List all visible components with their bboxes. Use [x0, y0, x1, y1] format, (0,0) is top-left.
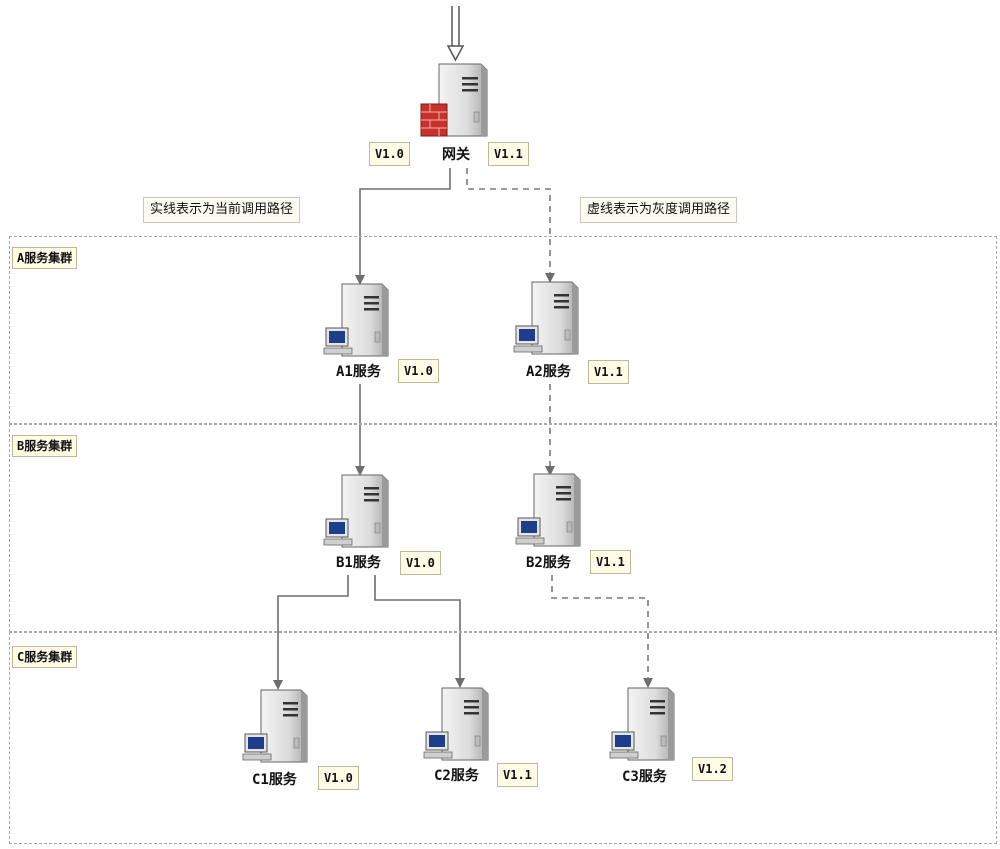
c2-label: C2服务	[434, 768, 479, 784]
solid-path-b1-c1	[273, 575, 349, 690]
a1-server-icon	[323, 283, 389, 357]
b1-version: V1.0	[400, 551, 441, 575]
cluster-a-zone	[9, 236, 997, 424]
solid-line-note: 实线表示为当前调用路径	[143, 197, 301, 223]
a2-version: V1.1	[588, 360, 629, 384]
cluster-c-label: C服务集群	[12, 646, 78, 668]
c2-version: V1.1	[497, 763, 538, 787]
c3-version: V1.2	[692, 757, 733, 781]
c1-version: V1.0	[318, 766, 359, 790]
c1-server-icon	[242, 689, 308, 763]
cluster-a-label: A服务集群	[12, 247, 78, 269]
c2-server-icon	[423, 687, 489, 761]
gateway-label: 网关	[442, 147, 470, 163]
a1-label: A1服务	[336, 364, 381, 380]
gateway-version-left: V1.0	[369, 142, 410, 166]
a2-server-icon	[513, 281, 579, 355]
gateway-server-icon	[420, 63, 488, 137]
b2-server-icon	[515, 473, 581, 547]
gateway-version-right: V1.1	[488, 142, 529, 166]
incoming-request-arrow	[446, 6, 465, 62]
c3-server-icon	[609, 687, 675, 761]
c1-label: C1服务	[252, 772, 297, 788]
firewall-icon	[420, 103, 448, 137]
cluster-b-zone	[9, 424, 997, 632]
a2-label: A2服务	[526, 364, 571, 380]
cluster-c-zone	[9, 632, 997, 844]
b1-server-icon	[323, 474, 389, 548]
cluster-b-label: B服务集群	[12, 435, 78, 457]
b2-version: V1.1	[590, 550, 631, 574]
c3-label: C3服务	[622, 769, 667, 785]
a1-version: V1.0	[398, 359, 439, 383]
solid-path-b1-c2	[374, 575, 465, 688]
dashed-path-b2-c3	[551, 575, 653, 688]
b2-label: B2服务	[526, 555, 571, 571]
b1-label: B1服务	[336, 555, 381, 571]
dashed-line-note: 虚线表示为灰度调用路径	[580, 197, 738, 223]
